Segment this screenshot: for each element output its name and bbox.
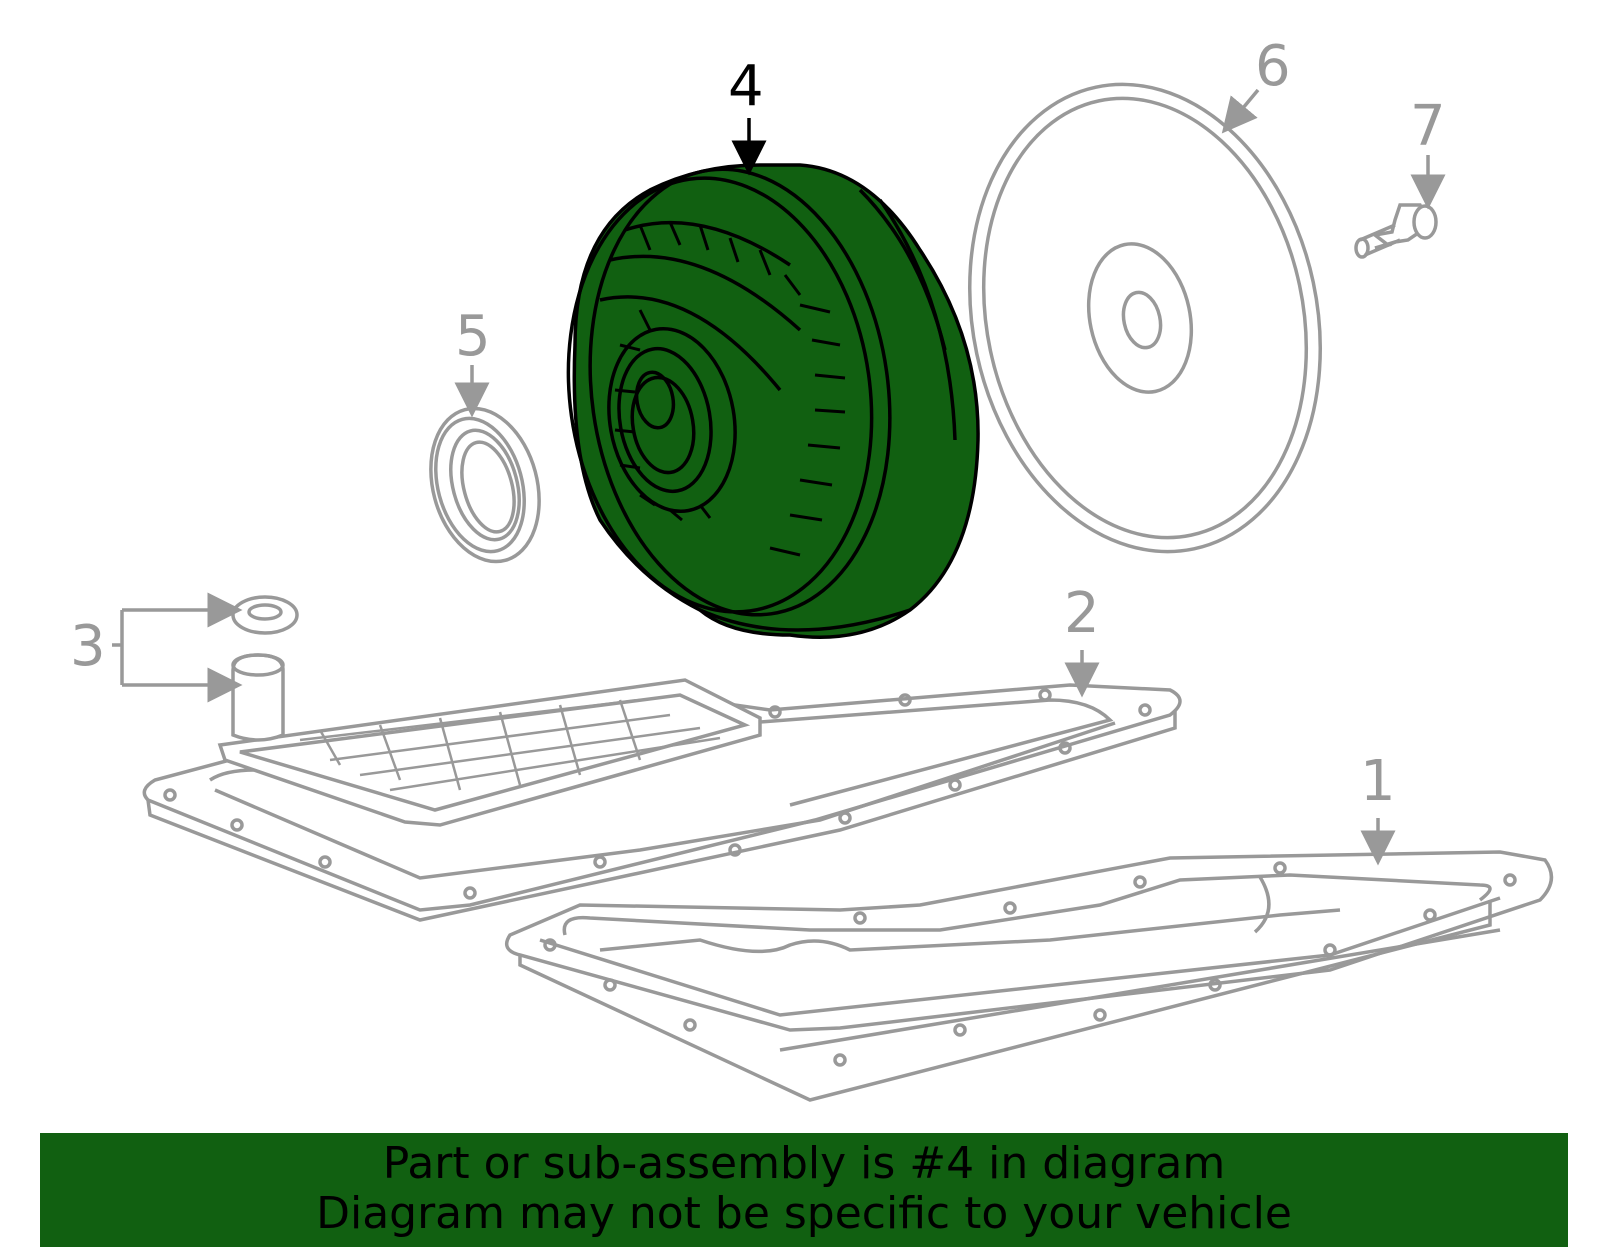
callout-2: 2	[1064, 581, 1100, 646]
banner-line-1: Part or sub-assembly is #4 in diagram	[382, 1138, 1226, 1189]
callout-4: 4	[728, 54, 764, 119]
filter-part-3[interactable]	[217, 595, 762, 827]
seal-part-5[interactable]	[415, 396, 556, 574]
callout-7: 7	[1410, 94, 1446, 159]
info-banner: Part or sub-assembly is #4 in diagram Di…	[40, 1133, 1568, 1247]
banner-line-2: Diagram may not be specific to your vehi…	[316, 1188, 1292, 1239]
callout-3: 3	[70, 614, 106, 679]
flexplate-part-6[interactable]	[928, 51, 1363, 584]
callout-3-leader	[112, 592, 243, 703]
bolt-part-7[interactable]	[1354, 203, 1438, 259]
parts-diagram: 1 2 3 4 5 6 7	[70, 34, 1554, 1102]
callout-leaders	[454, 88, 1446, 866]
callout-5: 5	[455, 304, 491, 369]
oil-pan-part-1[interactable]	[504, 850, 1554, 1102]
callout-1: 1	[1360, 749, 1396, 814]
torque-converter-part-4[interactable]	[541, 150, 980, 639]
callout-6: 6	[1255, 34, 1291, 99]
